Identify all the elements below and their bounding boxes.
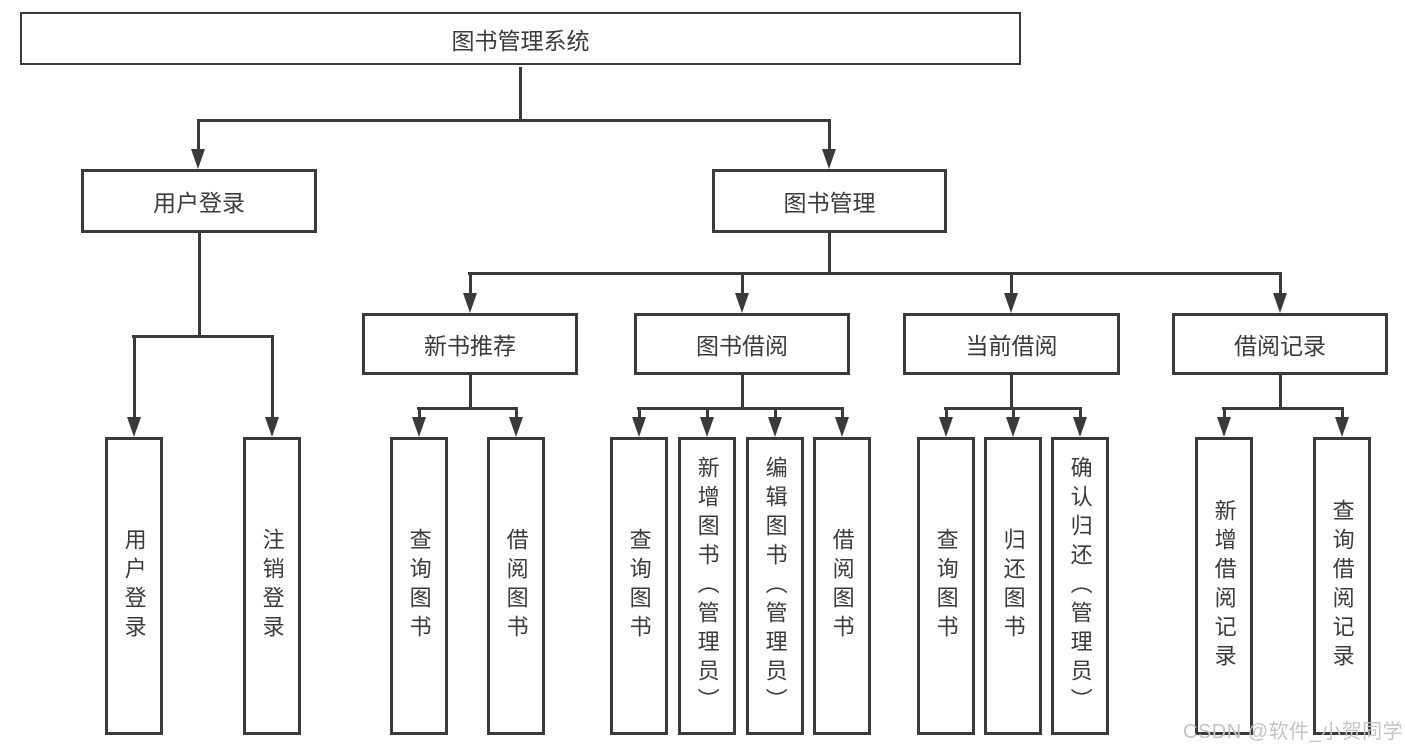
arrow-down-icon: [768, 417, 782, 437]
leaf-add-borrow-record: 新增借阅记录: [1195, 437, 1253, 735]
connector-vline: [1278, 272, 1282, 295]
node-borrowing-records: 借阅记录: [1172, 313, 1388, 375]
arrow-down-icon: [1273, 293, 1287, 313]
node-label: 图书借阅: [696, 333, 788, 359]
connector-hline: [637, 407, 844, 410]
leaf-label: 新增图书（管理员）: [694, 455, 720, 717]
node-book-borrowing: 图书借阅: [634, 313, 850, 375]
connector-vline: [705, 407, 709, 419]
connector-vline: [637, 407, 641, 419]
leaf-query-borrow-record: 查询借阅记录: [1313, 437, 1371, 735]
arrow-down-icon: [700, 417, 714, 437]
arrow-down-icon: [265, 417, 279, 437]
leaf-borrow-books-recommend: 借阅图书: [487, 437, 545, 735]
connector-vline: [468, 272, 472, 295]
connector-vline: [1278, 375, 1282, 410]
connector-hline: [944, 407, 1082, 410]
arrow-down-icon: [939, 417, 953, 437]
leaf-query-books-current: 查询图书: [917, 437, 975, 735]
arrow-down-icon: [127, 417, 141, 437]
leaf-label: 归还图书: [1000, 528, 1026, 644]
connector-vline: [468, 375, 472, 410]
connector-vline: [740, 375, 744, 410]
connector-vline: [1078, 407, 1082, 419]
arrow-down-icon: [1073, 417, 1087, 437]
node-user-login: 用户登录: [81, 169, 317, 233]
node-label: 当前借阅: [965, 333, 1058, 359]
connector-hline: [1222, 407, 1344, 410]
arrow-down-icon: [463, 293, 477, 313]
connector-vline: [417, 407, 421, 419]
leaf-label: 查询图书: [626, 528, 652, 644]
arrow-down-icon: [822, 149, 836, 169]
node-current-borrowing: 当前借阅: [903, 313, 1120, 375]
connector-vline: [196, 119, 200, 151]
leaf-label: 编辑图书（管理员）: [762, 455, 788, 717]
leaf-label: 查询借阅记录: [1329, 499, 1355, 673]
csdn-watermark: CSDN @软件_小贺同学: [1183, 721, 1404, 743]
arrow-down-icon: [835, 417, 849, 437]
connector-vline: [132, 335, 136, 419]
connector-vline: [740, 272, 744, 295]
leaf-query-books-borrowing: 查询图书: [610, 437, 668, 735]
leaf-query-books-recommend: 查询图书: [390, 437, 448, 735]
connector-vline: [773, 407, 777, 419]
connector-vline: [1340, 407, 1344, 419]
arrow-down-icon: [1004, 293, 1018, 313]
node-new-book-recommend: 新书推荐: [362, 313, 578, 375]
node-library-management-system: 图书管理系统: [20, 12, 1021, 65]
node-book-management: 图书管理: [712, 169, 947, 233]
connector-vline: [518, 67, 522, 122]
connector-hline: [197, 119, 831, 122]
arrow-down-icon: [191, 149, 205, 169]
connector-vline: [1222, 407, 1226, 419]
node-label: 用户登录: [153, 190, 245, 216]
connector-vline: [197, 233, 201, 338]
arrow-down-icon: [1006, 417, 1020, 437]
connector-vline: [840, 407, 844, 419]
leaf-label: 查询图书: [406, 528, 432, 644]
leaf-add-books-admin: 新增图书（管理员）: [678, 437, 736, 735]
leaf-logout: 注销登录: [243, 437, 301, 735]
connector-vline: [1011, 407, 1015, 419]
leaf-user-login: 用户登录: [105, 437, 163, 735]
connector-hline: [132, 335, 274, 338]
leaf-label: 查询图书: [933, 528, 959, 644]
arrow-down-icon: [632, 417, 646, 437]
node-label: 图书管理: [783, 190, 876, 216]
connector-vline: [827, 233, 831, 275]
connector-vline: [944, 407, 948, 419]
connector-hline: [468, 272, 1282, 275]
leaf-label: 用户登录: [121, 528, 147, 644]
arrow-down-icon: [1217, 417, 1231, 437]
node-label: 图书管理系统: [451, 27, 590, 54]
leaf-label: 新增借阅记录: [1211, 499, 1237, 673]
arrow-down-icon: [412, 417, 426, 437]
leaf-label: 确认归还（管理员）: [1067, 455, 1093, 717]
leaf-label: 借阅图书: [829, 528, 855, 644]
leaf-label: 注销登录: [259, 528, 285, 644]
connector-vline: [270, 335, 274, 419]
node-label: 借阅记录: [1234, 333, 1326, 359]
arrow-down-icon: [735, 293, 749, 313]
leaf-return-books: 归还图书: [984, 437, 1042, 735]
node-label: 新书推荐: [424, 333, 516, 359]
leaf-label: 借阅图书: [503, 528, 529, 644]
leaf-confirm-return-admin: 确认归还（管理员）: [1051, 437, 1109, 735]
connector-vline: [514, 407, 518, 419]
connector-vline: [1009, 272, 1013, 295]
connector-vline: [1009, 375, 1013, 410]
connector-hline: [417, 407, 518, 410]
connector-vline: [827, 119, 831, 151]
arrow-down-icon: [509, 417, 523, 437]
leaf-borrow-books: 借阅图书: [813, 437, 871, 735]
arrow-down-icon: [1335, 417, 1349, 437]
leaf-edit-books-admin: 编辑图书（管理员）: [746, 437, 804, 735]
